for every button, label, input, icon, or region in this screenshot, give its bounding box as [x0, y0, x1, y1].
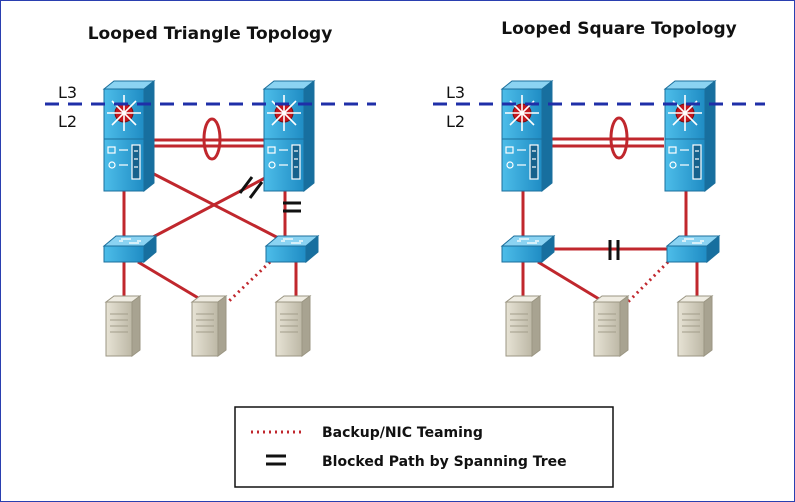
access-switch-1-icon [103, 235, 157, 263]
left-topology: Looped Triangle Topology [45, 24, 376, 357]
left-l3-label: L3 [58, 83, 77, 102]
left-links [122, 138, 298, 304]
access-switch-1-icon [501, 235, 555, 263]
blocked-path-marker-horizontal [608, 240, 620, 260]
server-2-icon [191, 295, 227, 357]
etherchannel-bundle-icon [609, 116, 629, 160]
legend-blocked-label: Blocked Path by Spanning Tree [322, 454, 567, 470]
link-access2-server2-backup [626, 260, 670, 304]
left-l2-label: L2 [58, 112, 77, 131]
right-l2-label: L2 [446, 112, 465, 131]
etherchannel-bundle-icon [202, 117, 222, 161]
link-access1-server2 [537, 260, 605, 304]
server-3-icon [677, 295, 713, 357]
right-l3-label: L3 [446, 83, 465, 102]
access-switch-2-icon [265, 235, 319, 263]
blocked-path-marker-vertical [283, 201, 301, 213]
link-dist1-access2 [149, 170, 291, 246]
distribution-switch-1-icon [103, 80, 155, 192]
distribution-switch-1-icon [501, 80, 553, 192]
link-access1-server2 [137, 260, 206, 304]
blocked-path-marker-diagonal [238, 176, 264, 199]
server-1-icon [505, 295, 541, 357]
left-topology-title: Looped Triangle Topology [88, 24, 333, 44]
legend-box [234, 406, 614, 488]
server-2-icon [593, 295, 629, 357]
legend-backup-label: Backup/NIC Teaming [322, 425, 483, 441]
legend-blocked-swatch [266, 454, 286, 466]
right-topology: Looped Square Topology L3 L2 [433, 19, 765, 357]
legend: Backup/NIC Teaming Blocked Path by Spann… [234, 406, 614, 488]
access-switch-2-icon [666, 235, 720, 263]
right-topology-title: Looped Square Topology [501, 19, 736, 39]
distribution-switch-2-icon [263, 80, 315, 192]
link-access2-server2-backup [226, 260, 272, 304]
server-3-icon [275, 295, 311, 357]
server-1-icon [105, 295, 141, 357]
distribution-switch-2-icon [664, 80, 716, 192]
